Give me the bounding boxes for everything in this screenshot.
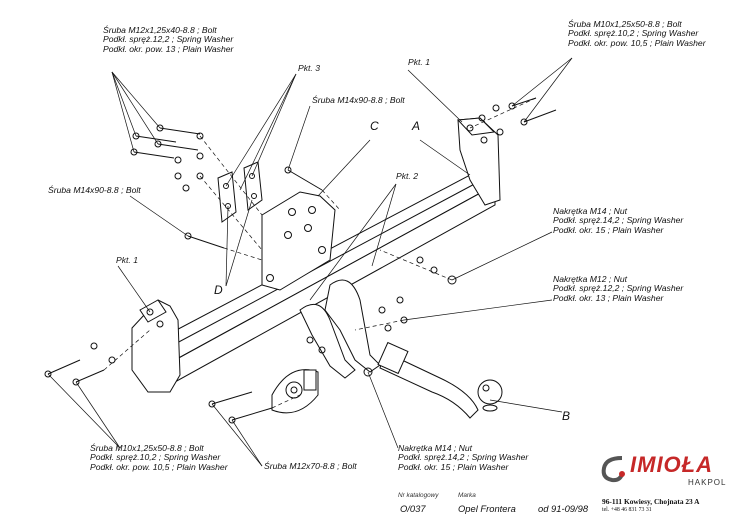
bolt-m14x90-top — [284, 166, 323, 191]
label-letter-b: B — [562, 409, 571, 423]
label-line: Podkł. okr. pow. 10,5 ; Plain Washer — [90, 461, 228, 472]
socket-plate — [271, 369, 319, 414]
label-pkt1-left: Pkt. 1 — [116, 255, 138, 265]
plate-c — [261, 191, 336, 291]
label-nut-m14-right: Nakrętka M14 ; Nut Podkł. spręż.14,2 ; S… — [553, 206, 684, 235]
label-line: Nakrętka M12 ; Nut — [553, 274, 628, 284]
ball-arm-b — [377, 341, 503, 419]
bolts-m12x40 — [130, 124, 204, 192]
left-bracket — [131, 299, 181, 393]
label-line: Podkł. spręż.12,2 ; Spring Washer — [553, 283, 684, 294]
label-nut-m14-bottom: Nakrętka M14 ; Nut Podkł. spręż.14,2 ; S… — [398, 443, 529, 472]
label-bolt-m14x90-left: Śruba M14x90-8.8 ; Bolt — [48, 185, 141, 195]
label-pkt1-top: Pkt. 1 — [408, 57, 430, 67]
years-value: od 91-09/98 — [538, 503, 589, 514]
bolts-m10x50-bottom — [44, 342, 116, 386]
imiola-logo: IMIOŁA HAKPOL — [596, 452, 746, 494]
label-bolt-m12x40: Śruba M12x1,25x40-8.8 ; Bolt Podkł. sprę… — [103, 25, 234, 54]
label-line: Podkł. okr. 15 ; Plain Washer — [398, 461, 509, 472]
label-line: Nakrętka M14 ; Nut — [398, 443, 473, 453]
plate-d — [217, 161, 263, 223]
bolts-m12x70 — [208, 391, 273, 424]
label-line: Podkł. okr. 13 ; Plain Washer — [553, 292, 664, 303]
label-line: Śruba M10x1,25x50-8.8 ; Bolt — [568, 19, 682, 29]
label-bolt-m10x50-top: Śruba M10x1,25x50-8.8 ; Bolt Podkł. sprę… — [568, 19, 706, 48]
label-line: Podkł. spręż.12,2 ; Spring Washer — [103, 34, 234, 45]
right-bracket — [456, 117, 501, 206]
bolts-m10x50-top — [478, 97, 557, 136]
label-letter-c: C — [370, 119, 379, 133]
label-pkt3: Pkt. 3 — [298, 63, 320, 73]
nuts-right — [306, 256, 457, 377]
label-line: Śruba M12x1,25x40-8.8 ; Bolt — [103, 25, 217, 35]
catalog-label: Nr katalogowy — [398, 492, 439, 499]
catalog-value: O/037 — [400, 503, 426, 514]
company-tel: tel. +48 46 831 73 31 — [602, 507, 652, 513]
leader-lines — [47, 57, 573, 467]
label-line: Podkł. okr. 15 ; Plain Washer — [553, 224, 664, 235]
company-address: 96-111 Kowiesy, Chojnata 23 A — [602, 497, 700, 506]
label-line: Podkł. spręż.10,2 ; Spring Washer — [90, 452, 221, 463]
label-line: Śruba M10x1,25x50-8.8 ; Bolt — [90, 443, 204, 453]
label-bolt-m10x50-bottom: Śruba M10x1,25x50-8.8 ; Bolt Podkł. sprę… — [90, 443, 228, 472]
hook-logo-icon — [601, 456, 625, 483]
label-line: Podkł. okr. pow. 10,5 ; Plain Washer — [568, 37, 706, 48]
label-line: Nakrętka M14 ; Nut — [553, 206, 628, 216]
drop-bracket — [299, 279, 381, 379]
logo-brand: IMIOŁA — [630, 452, 713, 477]
bolt-m14x90-left — [184, 232, 225, 249]
label-line: Podkł. spręż.10,2 ; Spring Washer — [568, 28, 699, 39]
label-line: Podkł. spręż.14,2 ; Spring Washer — [398, 452, 529, 463]
label-bolt-m12x70: Śruba M12x70-8.8 ; Bolt — [264, 461, 357, 471]
dashed-guides — [103, 97, 537, 409]
brand-label: Marka — [458, 492, 476, 499]
logo-sub: HAKPOL — [688, 478, 727, 487]
label-line: Podkł. okr. pow. 13 ; Plain Washer — [103, 43, 234, 54]
label-pkt2: Pkt. 2 — [396, 171, 418, 181]
label-letter-d: D — [214, 283, 223, 297]
label-nut-m12-right: Nakrętka M12 ; Nut Podkł. spręż.12,2 ; S… — [553, 274, 684, 303]
label-line: Podkł. spręż.14,2 ; Spring Washer — [553, 215, 684, 226]
label-letter-a: A — [412, 119, 421, 133]
brand-value: Opel Frontera — [458, 503, 516, 514]
label-bolt-m14x90-top: Śruba M14x90-8.8 ; Bolt — [312, 95, 405, 105]
